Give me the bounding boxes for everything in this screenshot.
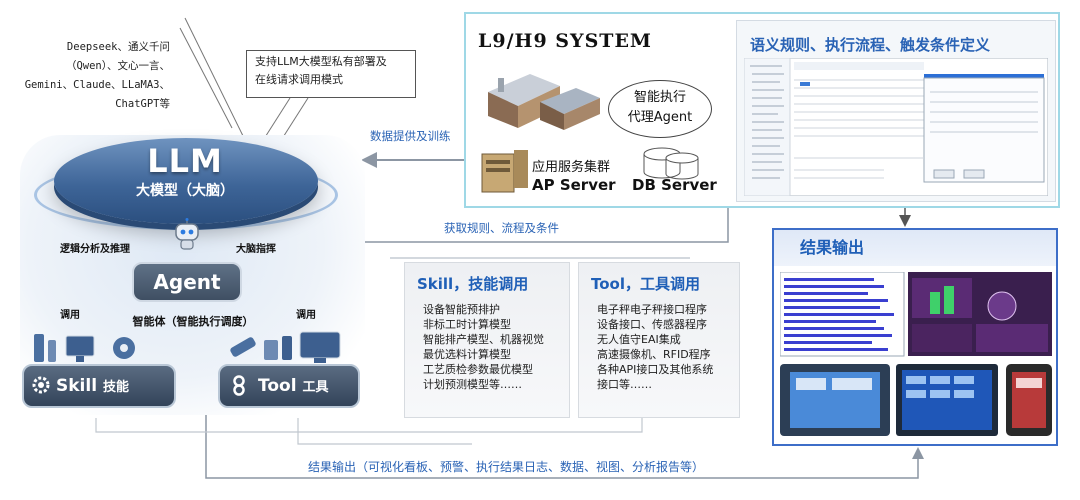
tool-devices-icons: [230, 331, 341, 363]
agent-proxy-line: 代理Agent: [627, 110, 693, 125]
list-item: 接口等……: [597, 378, 652, 391]
skill-platform: Skill 技能: [22, 364, 176, 408]
list-item: 设备接口、传感器程序: [597, 318, 707, 331]
call-right-label: 调用: [296, 310, 316, 321]
result-output-flow-label: 结果输出（可视化看板、预警、执行结果日志、数据、视图、分析报告等）: [308, 460, 705, 474]
result-screens-collage: [780, 272, 1052, 436]
get-rules-label: 获取规则、流程及条件: [444, 221, 559, 235]
list-item: 设备智能预排护: [423, 303, 500, 316]
ap-server-label: AP Server: [532, 176, 616, 194]
list-item: 智能排产模型、机器视觉: [423, 333, 544, 346]
tool-card-title: Tool，工具调用: [591, 275, 700, 293]
tool-platform-label: Tool: [258, 376, 297, 396]
skill-platform-label: Skill: [56, 376, 98, 396]
agent-box: Agent: [132, 262, 242, 302]
deployment-callout: 支持LLM大模型私有部署及 在线请求调用模式: [246, 50, 416, 98]
skill-card-list: 设备智能预排护 非标工时计算模型 智能排产模型、机器视觉 最优选料计算模型 工艺…: [405, 294, 569, 392]
result-output-title: 结果输出: [774, 230, 1056, 266]
tool-platform-cn: 工具: [302, 380, 329, 395]
gear-icon: [32, 376, 50, 394]
agent-proxy-label: 智能执行 代理Agent: [610, 88, 710, 128]
data-training-label: 数据提供及训练: [370, 129, 451, 143]
list-item: 非标工时计算模型: [423, 318, 511, 331]
llm-title: LLM: [147, 142, 223, 180]
agent-subtitle: 智能体（智能执行调度）: [132, 315, 254, 328]
list-item: 高速摄像机、RFID程序: [597, 348, 711, 361]
llm-subtitle: 大模型（大脑）: [136, 183, 234, 199]
skill-tools-icons: [34, 334, 135, 362]
llm-brain-disk: [54, 138, 318, 224]
llm-model-line: Gemini、Claude、LLaMA3、: [24, 79, 170, 91]
rules-editor-screenshot: [744, 58, 1048, 196]
app-cluster-label: 应用服务集群: [532, 160, 611, 175]
list-item: 计划预测模型等……: [423, 378, 522, 391]
skill-card-title: Skill，技能调用: [417, 275, 529, 293]
llm-model-line: （Qwen）、文心一言、: [65, 60, 170, 72]
call-left-label: 调用: [60, 310, 80, 321]
agent-proxy-ellipse: [608, 80, 712, 138]
list-item: 电子秤电子秤接口程序: [597, 303, 707, 316]
tool-card: Tool，工具调用 电子秤电子秤接口程序 设备接口、传感器程序 无人值守EAI集…: [578, 262, 740, 418]
callout-line: 支持LLM大模型私有部署及: [255, 55, 387, 68]
list-item: 无人值守EAI集成: [597, 333, 681, 346]
db-server-icon: [643, 147, 699, 180]
brain-command-label: 大脑指挥: [236, 244, 276, 255]
person-icon: [233, 375, 245, 396]
logic-reasoning-label: 逻辑分析及推理: [60, 244, 130, 255]
tool-card-list: 电子秤电子秤接口程序 设备接口、传感器程序 无人值守EAI集成 高速摄像机、RF…: [579, 294, 739, 392]
skill-card: Skill，技能调用 设备智能预排护 非标工时计算模型 智能排产模型、机器视觉 …: [404, 262, 570, 418]
db-server-label: DB Server: [632, 176, 717, 194]
list-item: 最优选料计算模型: [423, 348, 511, 361]
list-item: 各种API接口及其他系统: [597, 363, 714, 376]
skill-platform-cn: 技能: [102, 380, 129, 395]
llm-model-list: Deepseek、通义千问 （Qwen）、文心一言、 Gemini、Claude…: [0, 38, 170, 114]
semantic-rules-title: 语义规则、执行流程、触发条件定义: [750, 36, 991, 54]
list-item: 工艺质检参数最优模型: [423, 363, 533, 376]
robot-icon: [175, 218, 199, 250]
system-title: L9/H9 SYSTEM: [478, 30, 652, 52]
llm-model-line: Deepseek、通义千问: [66, 41, 170, 53]
ap-server-icon: [481, 150, 528, 193]
llm-model-line: ChatGPT等: [115, 98, 170, 110]
callout-line: 在线请求调用模式: [255, 73, 343, 86]
agent-proxy-line: 智能执行: [633, 90, 686, 105]
factory-buildings-icon: [488, 74, 600, 130]
